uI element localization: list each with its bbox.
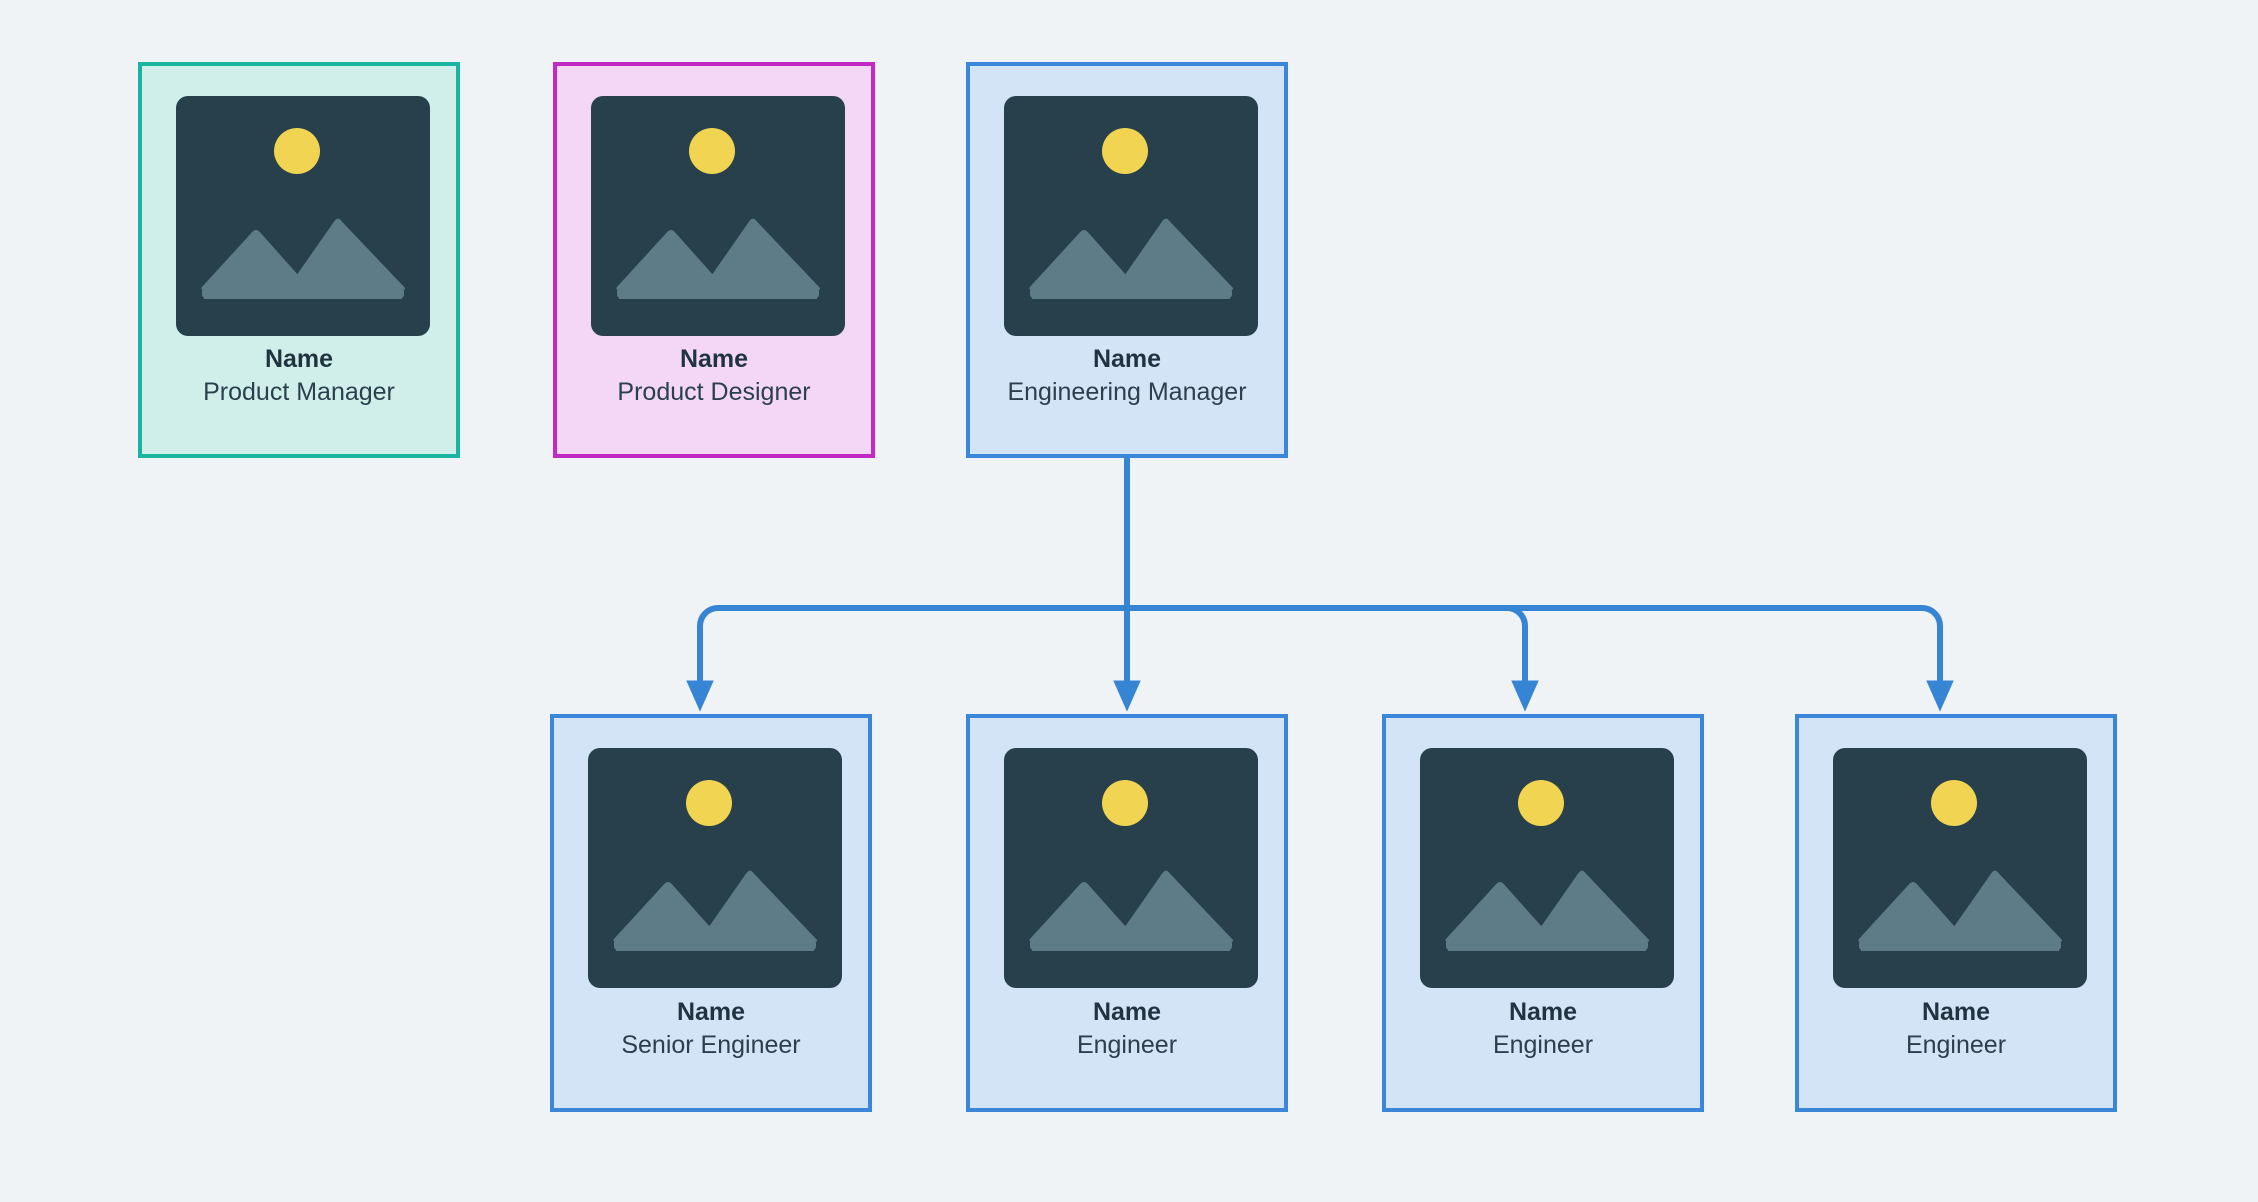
image-placeholder-icon bbox=[1833, 748, 2087, 988]
person-name: Name bbox=[1921, 998, 1991, 1026]
person-role: Senior Engineer bbox=[621, 1031, 801, 1059]
mountain-icon bbox=[616, 218, 821, 299]
person-role: Engineer bbox=[1492, 1031, 1594, 1059]
mountain-icon bbox=[1029, 870, 1234, 951]
image-placeholder-icon bbox=[1420, 748, 1674, 988]
sun-icon bbox=[1931, 780, 1977, 826]
person-name: Name bbox=[679, 345, 749, 373]
image-placeholder-icon bbox=[591, 96, 845, 336]
sun-icon bbox=[689, 128, 735, 174]
mountain-icon bbox=[1029, 218, 1234, 299]
sun-icon bbox=[686, 780, 732, 826]
edge-to-engineer-2 bbox=[1127, 605, 1539, 712]
sun-icon bbox=[274, 128, 320, 174]
person-name: Name bbox=[1508, 998, 1578, 1026]
person-role: Product Designer bbox=[617, 378, 811, 406]
mountain-icon bbox=[1445, 870, 1650, 951]
person-role: Product Manager bbox=[203, 378, 395, 406]
person-name: Name bbox=[676, 998, 746, 1026]
mountain-icon bbox=[1858, 870, 2063, 951]
sun-icon bbox=[1518, 780, 1564, 826]
edge-to-engineer-3 bbox=[1127, 605, 1954, 712]
mountain-icon bbox=[201, 218, 406, 299]
person-role: Engineer bbox=[1076, 1031, 1178, 1059]
sun-icon bbox=[1102, 780, 1148, 826]
image-placeholder-icon bbox=[176, 96, 430, 336]
person-name: Name bbox=[1092, 998, 1162, 1026]
sun-icon bbox=[1102, 128, 1148, 174]
mountain-icon bbox=[613, 870, 818, 951]
image-placeholder-icon bbox=[588, 748, 842, 988]
person-role: Engineer bbox=[1905, 1031, 2007, 1059]
image-placeholder-icon bbox=[1004, 96, 1258, 336]
image-placeholder-icon bbox=[1004, 748, 1258, 988]
person-name: Name bbox=[1092, 345, 1162, 373]
edge-to-senior-engineer bbox=[686, 605, 1127, 712]
person-role: Engineering Manager bbox=[1007, 378, 1247, 406]
person-name: Name bbox=[264, 345, 334, 373]
